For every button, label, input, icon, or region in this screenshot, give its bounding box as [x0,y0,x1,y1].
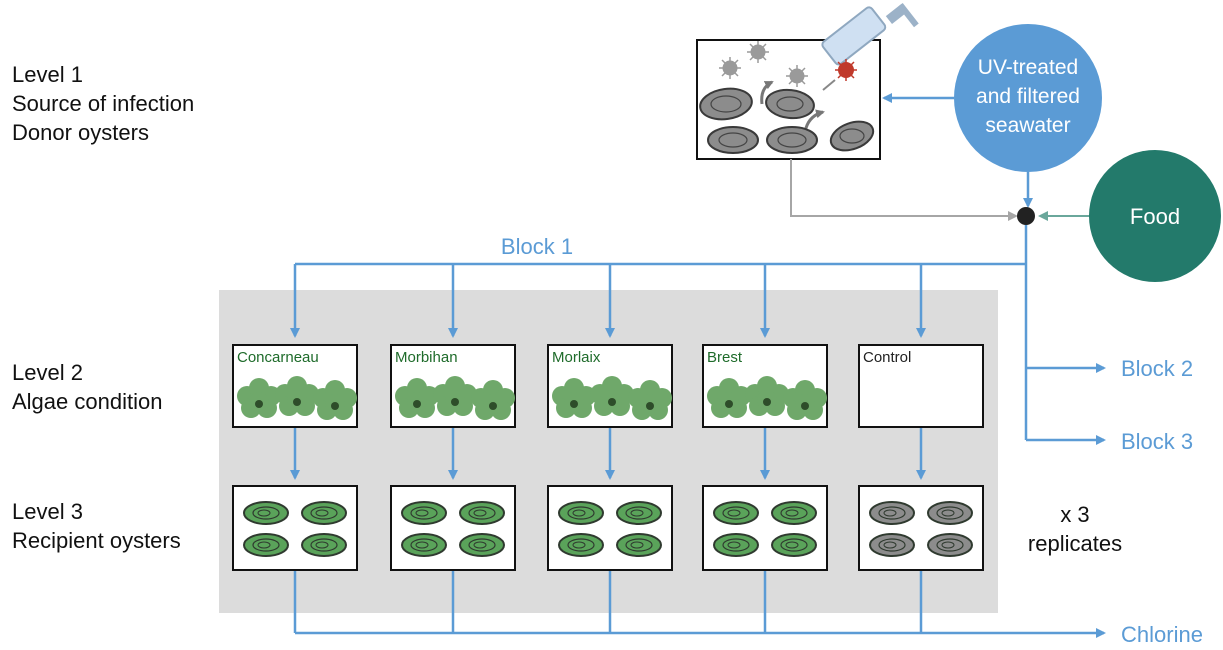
recipient-oyster-icon [713,501,759,525]
recipient-oyster-box [232,485,358,571]
chlorine-label: Chlorine [1121,622,1203,647]
seawater-label-3: seawater [985,114,1070,137]
recipient-oyster-box [547,485,673,571]
replicates-label: x 3 replicates [1027,502,1123,556]
recipient-oyster-icon [771,533,817,557]
recipient-oyster-icon [713,533,759,557]
algae-leaf-icon [745,376,789,416]
recipient-oyster-icon [401,501,447,525]
algae-leaf-icon [237,378,281,418]
recipient-oyster-icon [616,533,662,557]
algae-leaf-icon [783,380,827,420]
recipient-oyster-icon [243,501,289,525]
mixing-point [1017,207,1035,225]
algae-condition-box: Morlaix [547,344,673,428]
recipient-oyster-icon [459,533,505,557]
seawater-label-2: and filtered [976,85,1080,108]
algae-condition-label: Brest [707,349,743,366]
block-2-label: Block 2 [1121,356,1193,381]
algae-condition-box: Control [858,344,984,428]
food-label: Food [1130,204,1180,229]
donor-effluent-arrow [790,159,1018,221]
algae-condition-box: Morbihan [390,344,516,428]
recipient-oyster-box [702,485,828,571]
algae-condition-label: Control [863,349,911,366]
seawater-label-1: UV-treated [978,56,1078,79]
algae-leaf-icon [471,380,515,420]
release-arrow-icon [760,80,774,105]
recipient-oyster-icon [927,501,973,525]
algae-condition-label: Morbihan [395,349,458,366]
donor-oyster-tank [696,3,919,160]
algae-condition-label: Concarneau [237,349,319,366]
algae-leaf-icon [628,380,672,420]
treatment-column: Morlaix [547,264,673,633]
block-1-label: Block 1 [501,234,573,259]
algae-condition-box: Brest [702,344,828,428]
donor-oyster-icon [699,87,875,154]
recipient-oyster-icon [771,501,817,525]
seawater-source: UV-treated and filtered seawater [954,24,1102,172]
algae-condition-label: Morlaix [552,349,601,366]
treatment-column: Concarneau [232,264,358,633]
food-source: Food [1089,150,1221,282]
recipient-oyster-icon [401,533,447,557]
virus-icon [719,41,808,87]
recipient-oyster-icon [869,533,915,557]
recipient-oyster-icon [301,501,347,525]
recipient-oyster-icon [869,501,915,525]
algae-leaf-icon [590,376,634,416]
block-3-label: Block 3 [1121,429,1193,454]
recipient-oyster-icon [301,533,347,557]
algae-leaf-icon [552,378,596,418]
recipient-oyster-icon [927,533,973,557]
level-1-label: Level 1 Source of infection Donor oyster… [12,62,195,145]
level-3-label: Level 3 Recipient oysters [12,499,181,553]
recipient-oyster-icon [558,501,604,525]
recipient-oyster-icon [243,533,289,557]
recipient-oyster-icon [616,501,662,525]
syringe-icon [821,3,919,91]
algae-condition-box: Concarneau [232,344,358,428]
treatment-column: Brest [702,264,828,633]
recipient-oyster-icon [558,533,604,557]
treatment-column: Control [858,264,984,633]
algae-leaf-icon [395,378,439,418]
recipient-oyster-box [858,485,984,571]
level-2-label: Level 2 Algae condition [12,360,163,414]
treatment-column: Morbihan [390,264,516,633]
algae-leaf-icon [313,380,357,420]
algae-leaf-icon [707,378,751,418]
recipient-oyster-icon [459,501,505,525]
recipient-oyster-box [390,485,516,571]
